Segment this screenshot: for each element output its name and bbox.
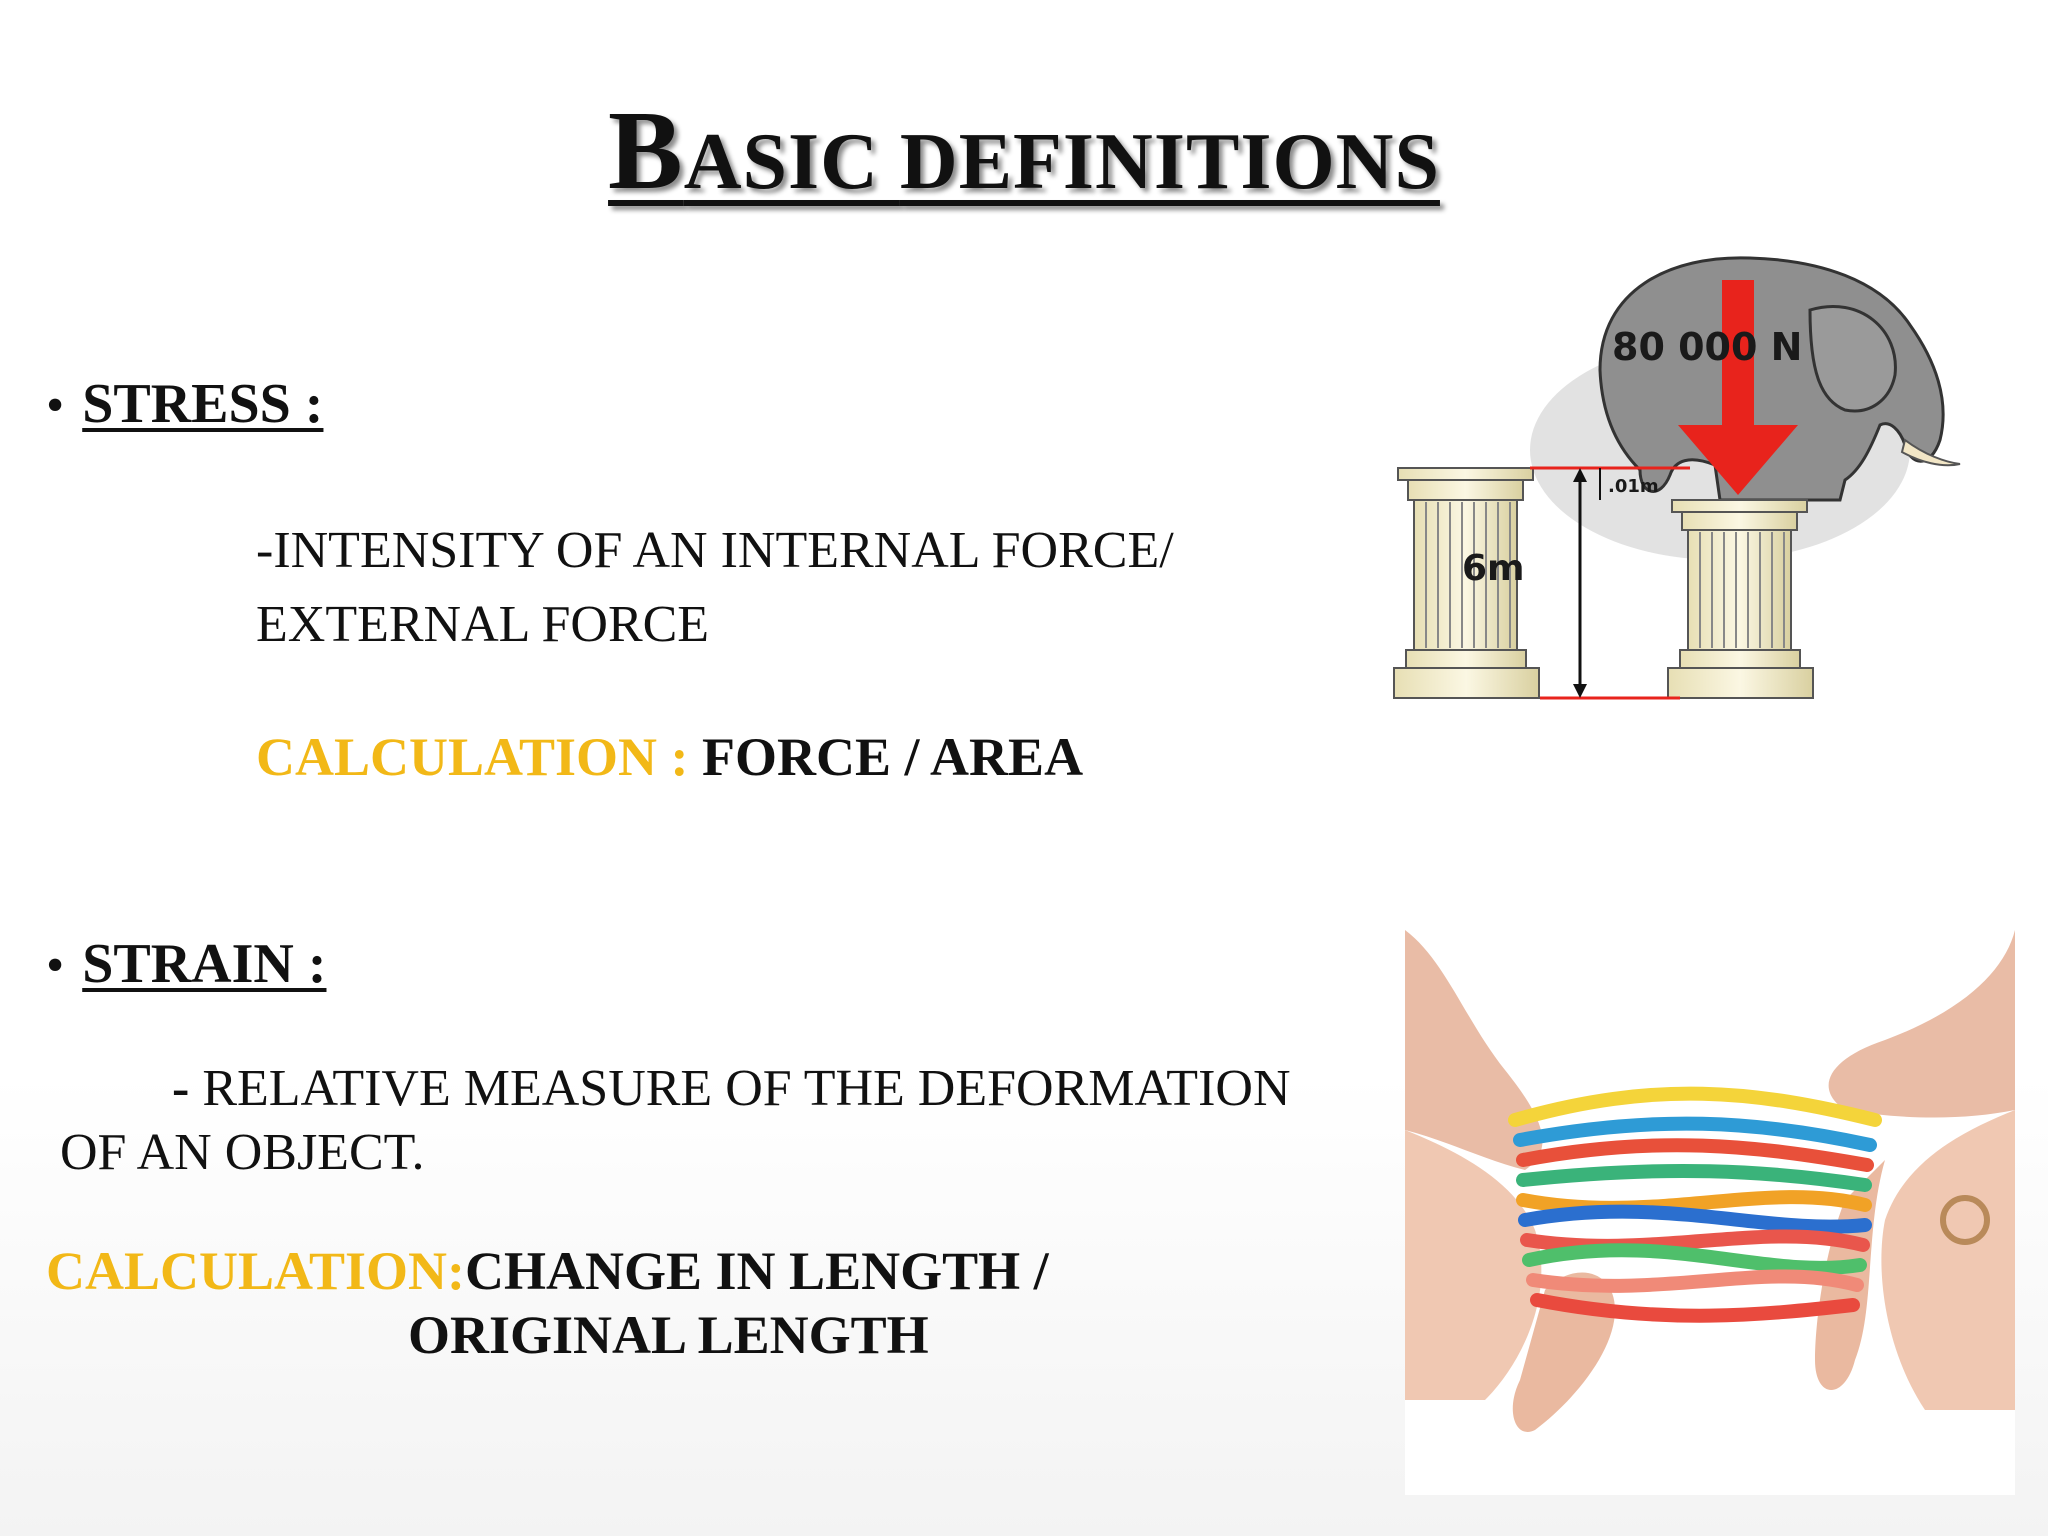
slide-title: BASIC DEFINITIONS <box>0 95 2048 207</box>
stress-definition-line2: EXTERNAL FORCE <box>256 596 710 653</box>
elephant-pillar-image: 80 000 N 6m .01m <box>1393 256 1961 700</box>
title-second-word: DEFINITIONS <box>899 118 1440 206</box>
strain-calc-label: CALCULATION: <box>46 1241 466 1301</box>
stress-calc-label: CALCULATION : <box>256 727 703 787</box>
strain-calculation: CALCULATION:CHANGE IN LENGTH / <box>46 1240 1049 1302</box>
strain-heading: • STRAIN : <box>46 932 326 996</box>
bullet-icon: • <box>46 377 65 434</box>
bullet-icon: • <box>46 937 65 994</box>
stress-heading: • STRESS : <box>46 372 323 436</box>
stress-label: STRESS : <box>82 373 324 435</box>
force-label: 80 000 N <box>1612 325 1802 369</box>
strain-definition-line1: - RELATIVE MEASURE OF THE DEFORMATION <box>172 1052 1291 1126</box>
stress-calculation: CALCULATION : FORCE / AREA <box>256 726 1083 788</box>
strain-label: STRAIN : <box>82 933 327 995</box>
strain-definition-line2: OF AN OBJECT. <box>60 1124 425 1181</box>
height-label: 6m <box>1462 548 1525 589</box>
stress-definition-line1: -INTENSITY OF AN INTERNAL FORCE/ <box>256 522 1174 579</box>
strain-dash: - <box>172 1060 203 1117</box>
strain-calc-value1: CHANGE IN LENGTH / <box>465 1241 1049 1301</box>
title-rest-first: ASIC <box>683 118 900 206</box>
gap-label: .01m <box>1608 476 1659 497</box>
stress-calc-value: FORCE / AREA <box>702 727 1084 787</box>
rubber-band-image <box>1405 930 2015 1495</box>
strain-line1-text: RELATIVE MEASURE OF THE DEFORMATION <box>202 1060 1291 1117</box>
title-first-letter: B <box>608 89 684 213</box>
strain-calc-value2: ORIGINAL LENGTH <box>408 1305 929 1365</box>
